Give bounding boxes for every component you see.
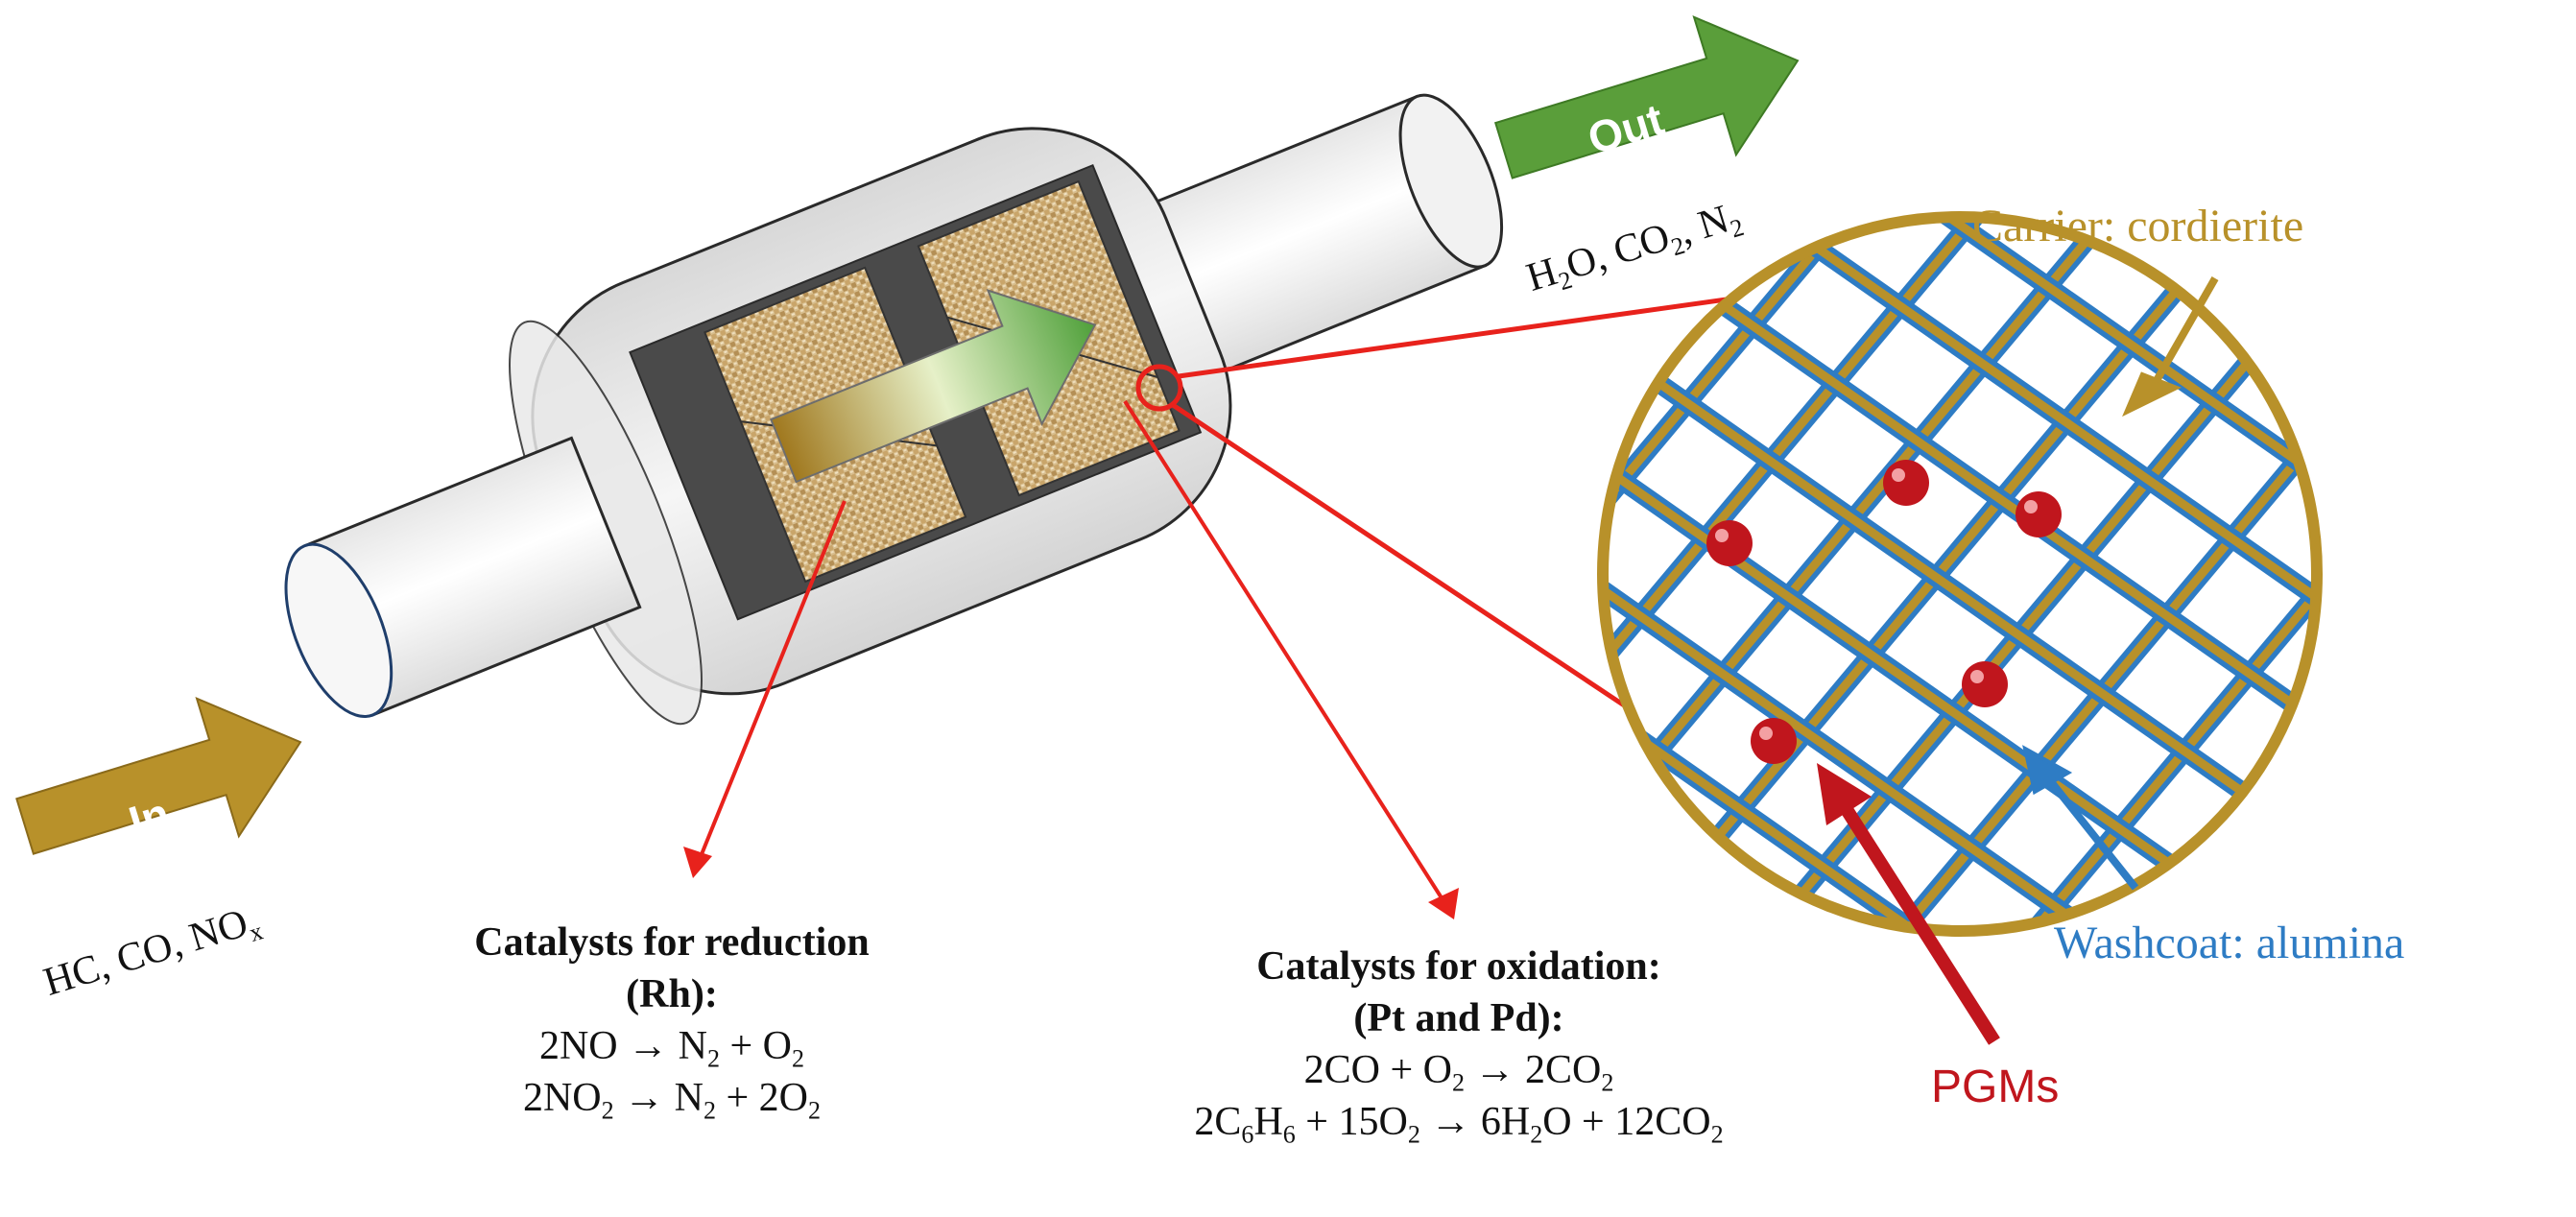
pgm-particle	[1751, 718, 1797, 764]
reduction-catalysts-block: Catalysts for reduction (Rh): 2NO → N2 +…	[403, 917, 941, 1124]
pgm-particle	[2015, 491, 2062, 537]
carrier-label: Carrier: cordierite	[1972, 201, 2304, 251]
carrier-pointer	[2122, 276, 2219, 418]
oxidation-catalysts-block: Catalysts for oxidation: (Pt and Pd): 2C…	[1075, 941, 1843, 1148]
oxidation-equation-1: 2CO + O2 → 2CO2	[1303, 1048, 1614, 1097]
pgm-particle	[1883, 460, 1929, 506]
pgm-particle	[1706, 520, 1753, 566]
magnified-spot	[1135, 364, 1183, 412]
reduction-metal: (Rh):	[626, 972, 718, 1016]
pgm-pointer	[1817, 763, 2000, 1045]
reduction-equation-2: 2NO2 → N2 + 2O2	[522, 1076, 822, 1125]
converter-body	[284, 93, 1504, 726]
reduction-equation-1: 2NO → N2 + O2	[538, 1024, 805, 1073]
pgm-particles	[1706, 460, 2062, 764]
oxidation-title: Catalysts for oxidation:	[1256, 944, 1661, 989]
washcoat-pointer	[2022, 745, 2139, 891]
reduction-pointer	[683, 500, 847, 878]
gas-flow-arrow	[770, 289, 1097, 484]
in-arrow	[15, 697, 302, 855]
oxidation-metal: (Pt and Pd):	[1353, 996, 1564, 1040]
oxidation-pointer	[1123, 399, 1459, 919]
out-arrow	[1493, 15, 1800, 179]
pgms-label: PGMs	[1931, 1062, 2060, 1112]
reduction-title: Catalysts for reduction	[474, 920, 870, 965]
washcoat-label: Washcoat: alumina	[2054, 918, 2405, 968]
pgm-particle	[1962, 661, 2008, 707]
oxidation-equation-2: 2C6H6 + 15O2 → 6H2O + 12CO2	[1194, 1100, 1724, 1149]
